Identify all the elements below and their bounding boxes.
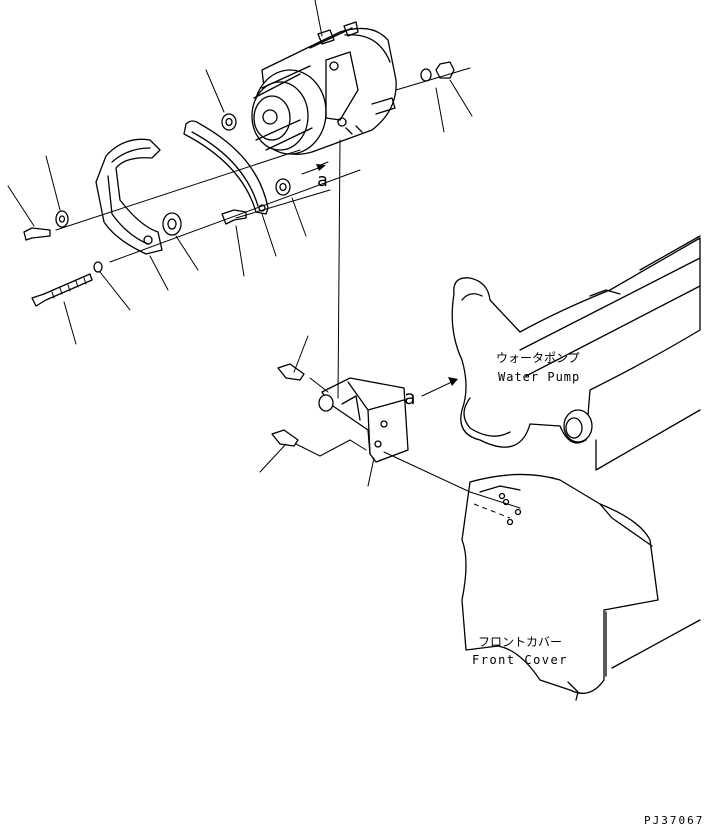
water-pump-jp-label: ウォータポンプ xyxy=(496,351,580,365)
engine-outline xyxy=(451,235,701,701)
leader-lines xyxy=(7,0,473,487)
assembly-lines xyxy=(55,67,521,519)
mark-a-mid-label: a xyxy=(404,387,415,409)
mark-a-top-label: a xyxy=(317,170,328,191)
front-cover-jp-label: フロントカバー xyxy=(478,635,562,649)
small-parts xyxy=(23,61,455,307)
drawing-code: PJ37067 xyxy=(644,814,704,827)
mark-a-arrows xyxy=(301,164,458,397)
compressor-unit xyxy=(251,21,397,155)
front-cover-en-label: Front Cover xyxy=(472,653,568,667)
mark-a-top-bar xyxy=(317,161,329,167)
guard-bracket xyxy=(95,138,163,255)
water-pump-en-label: Water Pump xyxy=(498,370,580,384)
adjust-arm xyxy=(183,120,269,215)
mount-bracket xyxy=(271,363,409,463)
